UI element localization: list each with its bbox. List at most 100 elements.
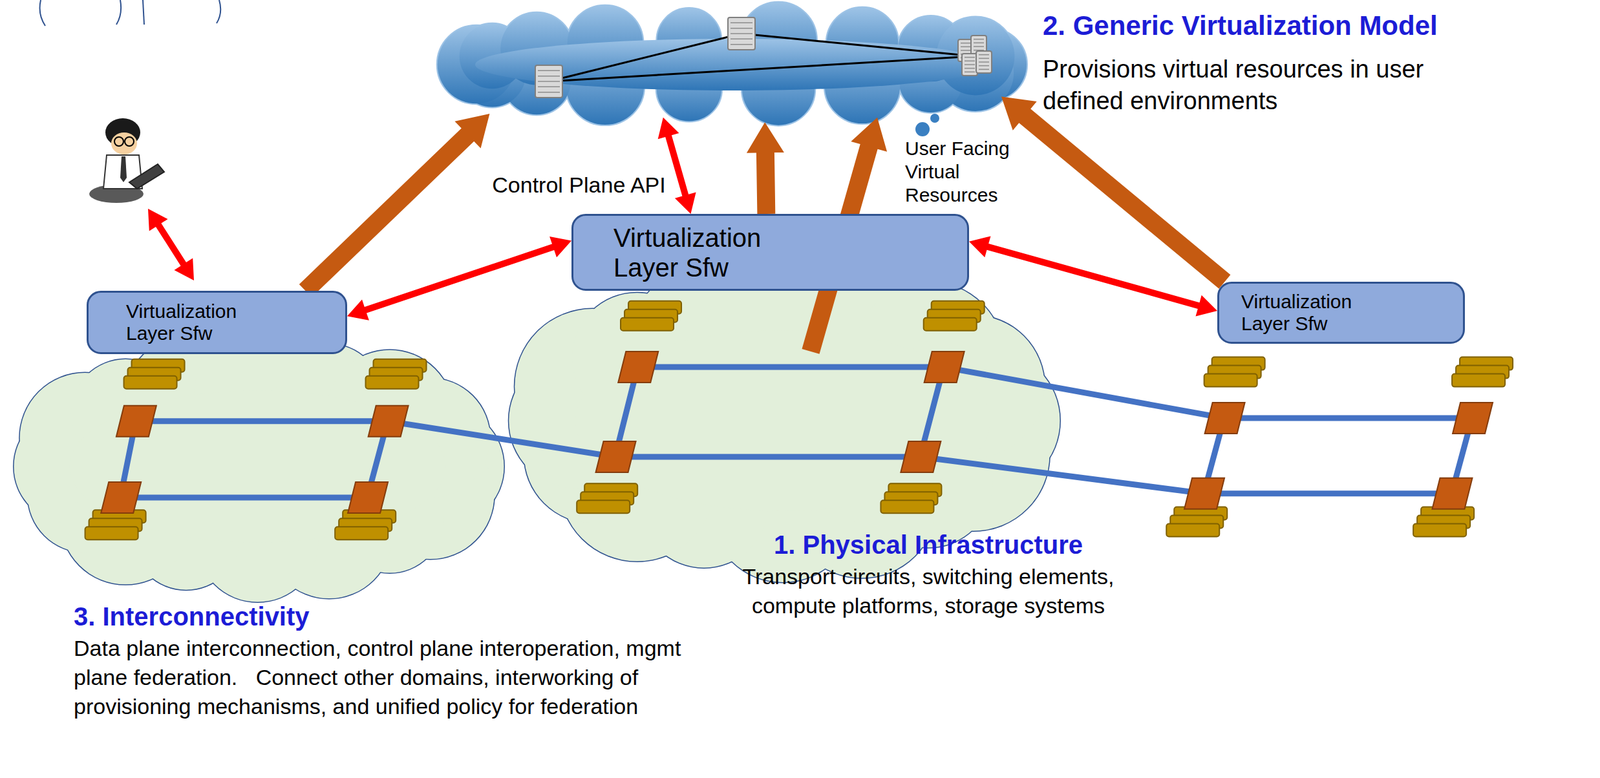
box-label: Virtualization Layer Sfw	[126, 300, 282, 346]
server-slot	[964, 71, 975, 74]
switch-symbol	[1184, 478, 1225, 510]
control-arrow	[969, 236, 1218, 317]
cloud-bubble	[915, 122, 930, 137]
transport-link	[135, 418, 388, 425]
compute-stack	[124, 376, 178, 390]
compute-stack	[1204, 374, 1258, 388]
server-link	[548, 56, 975, 82]
server-slot	[964, 64, 975, 66]
cloud-shape	[10, 331, 505, 602]
server-slot	[730, 43, 753, 46]
server-slot	[730, 22, 753, 24]
compute-stack	[1451, 374, 1505, 388]
text-holder: 2. Generic Virtualization Model	[1042, 9, 1599, 43]
server-slot	[537, 86, 560, 88]
transport-link	[120, 495, 368, 502]
interdomain-link	[919, 457, 1204, 494]
server-icon	[976, 51, 992, 74]
cloud-outline	[13, 329, 504, 603]
switch-symbol	[924, 351, 965, 383]
annotation-label: User Facing Virtual Resources	[905, 137, 1035, 207]
server-slot	[973, 42, 984, 44]
switch-symbol	[1452, 402, 1493, 434]
server-slot	[978, 58, 990, 60]
server-slot	[730, 32, 753, 35]
drawing-part	[111, 132, 138, 155]
transport-link	[1203, 490, 1452, 497]
section-body: Transport circuits, switching elements, …	[727, 562, 1129, 621]
server-slot	[537, 70, 560, 72]
interdomain-link	[387, 421, 616, 458]
drawing-part	[129, 164, 165, 189]
switch-symbol	[368, 405, 409, 438]
user-access-arrow	[148, 208, 194, 281]
cropped-outline	[142, 0, 145, 25]
cloud-outline	[437, 2, 1027, 126]
server-slot	[978, 69, 990, 71]
cropped-outline	[216, 0, 221, 24]
user-figure	[89, 118, 165, 203]
server-icon	[535, 65, 563, 98]
switch-symbol	[618, 351, 659, 383]
text-holder: 1. Physical Infrastructure	[708, 529, 1149, 561]
section-heading: 3. Interconnectivity	[73, 601, 688, 633]
server-slot	[973, 38, 984, 41]
cropped-outline	[116, 0, 121, 25]
text-holder: 3. Interconnectivity	[73, 601, 688, 633]
drawing-part	[69, 390, 446, 543]
server-slot	[730, 27, 753, 30]
edge-label: Control Plane API	[489, 170, 668, 200]
compute-stack	[620, 318, 674, 331]
server-slot	[960, 46, 971, 48]
server-slot	[537, 91, 560, 94]
server-slot	[960, 42, 971, 44]
text-holder: User Facing Virtual Resources	[905, 137, 1035, 207]
interdomain-link	[943, 367, 1225, 419]
text-holder: Control Plane API	[489, 170, 668, 200]
control-arrow	[658, 117, 697, 214]
switch-symbol	[347, 482, 388, 514]
drawing-part	[575, 330, 991, 512]
provisioning-arrow	[802, 117, 888, 355]
server-slot	[964, 60, 975, 63]
provisioning-arrow	[299, 113, 491, 298]
switch-symbol	[116, 405, 157, 438]
compute-stack	[1413, 524, 1467, 538]
section-heading: 1. Physical Infrastructure	[708, 529, 1149, 561]
text-holder: Transport circuits, switching elements, …	[727, 562, 1129, 621]
cloud-fill	[437, 2, 1027, 126]
virtualization-box: Virtualization Layer Sfw	[1217, 281, 1465, 344]
box-label: Virtualization Layer Sfw	[1241, 290, 1397, 336]
compute-stack	[365, 376, 419, 390]
transport-link	[637, 364, 944, 371]
virtualization-box: Virtualization Layer Sfw	[571, 213, 970, 291]
compute-stack	[880, 500, 934, 514]
text-holder: Provisions virtual resources in user def…	[1042, 53, 1509, 118]
server-slot	[978, 65, 990, 67]
text-holder: Data plane interconnection, control plan…	[73, 634, 688, 722]
transport-link	[615, 453, 921, 460]
cropped-outline	[40, 0, 46, 26]
section-body: Data plane interconnection, control plan…	[73, 634, 688, 722]
section-heading: 2. Generic Virtualization Model	[1042, 9, 1599, 43]
compute-stack	[85, 526, 139, 540]
server-slot	[960, 49, 971, 52]
section-body: Provisions virtual resources in user def…	[1042, 53, 1509, 118]
switch-symbol	[1205, 402, 1246, 434]
server-slot	[978, 61, 990, 63]
cloud-bubble	[930, 113, 940, 123]
provisioning-arrow	[746, 122, 785, 214]
server-icon	[727, 17, 756, 50]
switch-symbol	[1431, 478, 1472, 510]
compute-stack	[923, 318, 977, 331]
drawing-part	[120, 156, 127, 183]
cloud-fill	[13, 329, 504, 603]
server-slot	[964, 56, 975, 59]
virtualization-box: Virtualization Layer Sfw	[86, 290, 348, 355]
transport-link	[1224, 415, 1472, 421]
compute-stack	[576, 500, 630, 514]
infrastructure-cloud: 3. InterconnectivityData plane interconn…	[10, 331, 505, 602]
